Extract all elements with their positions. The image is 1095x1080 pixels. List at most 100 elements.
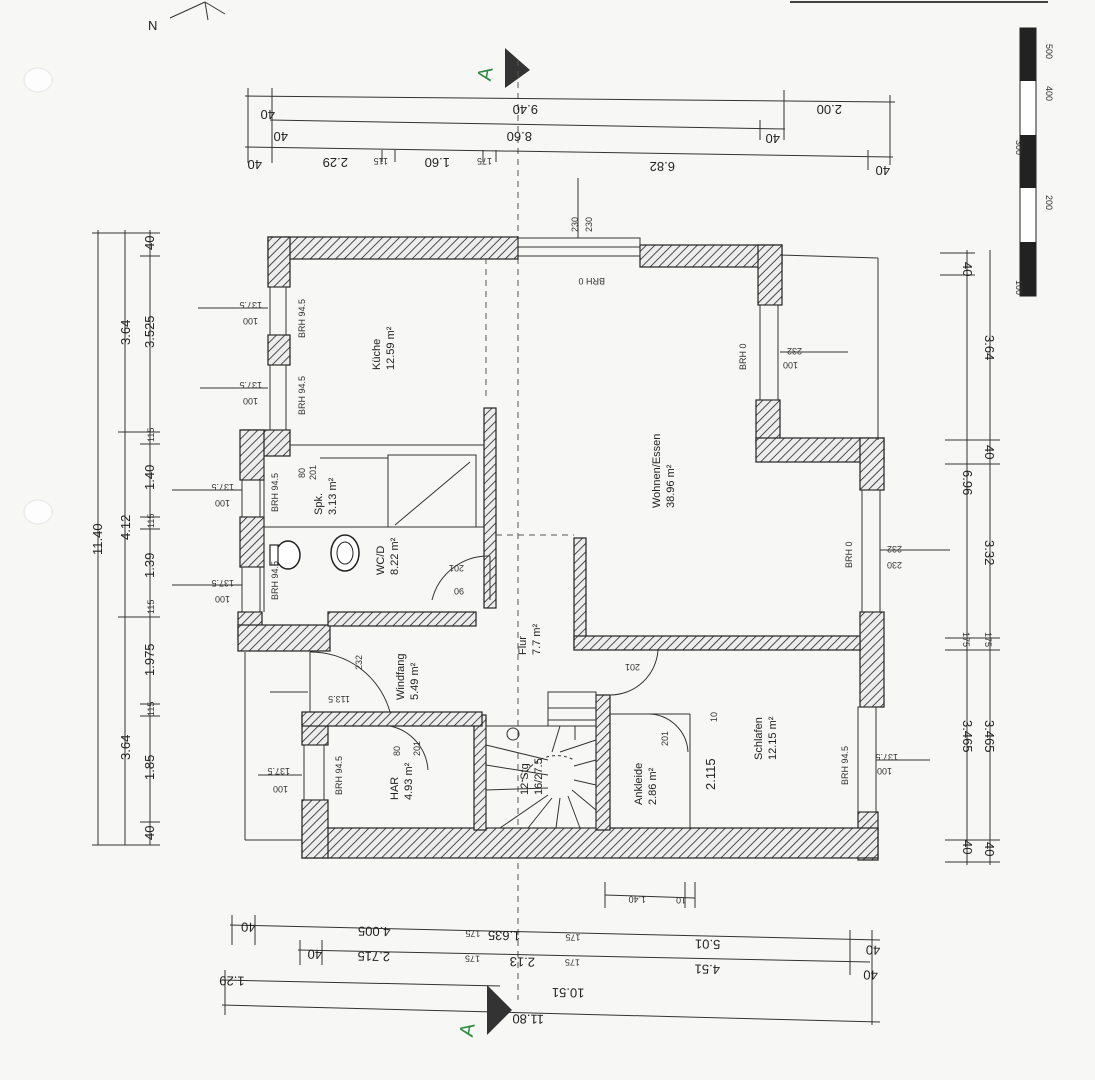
window-size: 137.5 [239, 380, 262, 390]
room-area: 16/27.5 [533, 758, 545, 795]
dim-label: 3.64 [118, 320, 133, 345]
dim-label: 4.12 [118, 515, 133, 540]
room-name: Windfang [395, 654, 407, 700]
window-size: 137.5 [211, 578, 234, 588]
room-area: 2.86 m² [647, 767, 659, 805]
dim-label: 115 [146, 428, 156, 442]
dim-label: 3.32 [982, 540, 997, 565]
room-area: 7.7 m² [531, 623, 543, 655]
room-name: Ankleide [633, 763, 645, 805]
dim-label: 115 [146, 514, 156, 528]
dim-label: 2.715 [357, 949, 390, 965]
brh-label: BRH 94.5 [334, 756, 344, 795]
dim-label: 40 [261, 107, 275, 122]
dim-label: 3.64 [982, 335, 997, 360]
room-area: 12.15 m² [767, 716, 779, 760]
room-har: HAR 4.93 m² [389, 762, 415, 800]
door-label: 80 [392, 746, 402, 756]
room-wohnen-essen: Wohnen/Essen 38.96 m² [651, 434, 677, 508]
doors [309, 555, 689, 771]
door-label: 90 [454, 586, 464, 596]
room-area: 8.22 m² [389, 537, 401, 575]
room-windfang: Windfang 5.49 m² [395, 654, 421, 700]
window-size: 113.5 [328, 694, 350, 704]
sink-icon [330, 534, 360, 572]
windows [172, 178, 950, 813]
dim-label: 9.40 [513, 102, 538, 117]
door-labels: 80 201 201 90 80 201 201 201 [297, 465, 670, 756]
brh-label: BRH 0 [578, 276, 605, 286]
dim-label: 40 [307, 947, 322, 962]
dim-label: 1.635 [488, 928, 521, 944]
dim-label: 175 [465, 954, 480, 964]
window-size: 100 [273, 784, 288, 794]
dim-label: 1.975 [142, 643, 157, 676]
room-area: 38.96 m² [665, 464, 677, 508]
window-size: 100 [243, 316, 258, 326]
dim-label: 175 [465, 929, 480, 939]
dim-label: 40 [960, 840, 975, 854]
staircase [485, 691, 597, 829]
dim-label: 115 [146, 600, 156, 614]
dim-label: 2.00 [817, 102, 842, 117]
dim-label: 175 [565, 932, 580, 942]
room-name: 12 Stg [519, 763, 531, 795]
room-area: 3.13 m² [327, 477, 339, 515]
dim-label: 4.51 [694, 962, 720, 977]
room-wc: WC/D 8.22 m² [375, 537, 401, 575]
dimension-lines-top: 40 9.40 2.00 40 8.60 40 40 2.29 115 1.60… [244, 88, 896, 178]
dim-label: 40 [142, 826, 157, 840]
room-name: Küche [371, 339, 383, 370]
room-labels: Küche 12.59 m² Spk. 3.13 m² WC/D 8.22 m²… [313, 326, 779, 805]
scale-tick: 400 [1044, 86, 1054, 101]
dim-label: 115 [374, 156, 388, 166]
brh-label: BRH 0 [738, 343, 748, 370]
window-size: 137.5 [211, 482, 234, 492]
dim-label: 5.01 [695, 937, 721, 952]
room-name: Wohnen/Essen [651, 434, 663, 508]
brh-label: BRH 94.5 [270, 473, 280, 512]
window-labels: BRH 94.5 BRH 94.5 BRH 94.5 BRH 94.5 BRH … [211, 217, 902, 795]
dimension-lines-bottom: 40 4.005 175 1.635 175 5.01 40 40 2.715 … [219, 882, 880, 1027]
dim-label: 175 [477, 156, 492, 166]
dim-label: 3.525 [142, 315, 157, 348]
dimension-lines-right: 40 3.64 6.96 40 3.32 175 3.465 40 175 3.… [940, 250, 1000, 865]
dim-label: 8.60 [507, 129, 532, 144]
room-flur: Flur 7.7 m² [517, 623, 543, 655]
scale-tick: 100 [1014, 280, 1024, 295]
dim-label: 1.85 [142, 755, 157, 780]
dim-label: 40 [982, 445, 997, 459]
section-label: A [474, 65, 498, 83]
scale-bar: 500 400 300 200 100 [1014, 27, 1054, 297]
scale-tick: 300 [1014, 140, 1024, 155]
north-arrow-icon: N [148, 1, 226, 33]
dim-label: 1.39 [142, 553, 157, 578]
toilet-icon [269, 540, 301, 570]
window-size: 100 [783, 360, 798, 370]
room-area: 4.93 m² [403, 762, 415, 800]
room-area: 12.59 m² [385, 326, 397, 370]
dim-label: 11.80 [512, 1011, 544, 1027]
window-size: 137.5 [875, 752, 898, 762]
window-size: 100 [877, 766, 892, 776]
room-name: Spk. [313, 493, 325, 515]
room-name: Schlafen [753, 717, 765, 760]
dim-label: 115 [146, 702, 156, 716]
door-label: 80 [297, 468, 307, 478]
dim-label: 40 [766, 131, 780, 146]
dim-label: 1.40 [628, 894, 646, 904]
dim-label: 4.005 [358, 924, 391, 940]
room-schlafen: Schlafen 12.15 m² [753, 716, 779, 760]
room-name: Flur [517, 636, 529, 655]
dim-label: 40 [982, 842, 997, 856]
door-label: 201 [308, 465, 318, 480]
room-ankleide: Ankleide 2.86 m² [633, 763, 659, 805]
dimension-lines-left: 11.40 3.64 4.12 3.64 40 3.525 115 1.40 1… [90, 230, 160, 846]
dim-label: 40 [876, 163, 890, 178]
dim-label: 175 [983, 632, 993, 647]
door-label: 201 [412, 741, 422, 756]
room-name: HAR [389, 777, 401, 800]
dim-label: 40 [863, 967, 878, 982]
window-size: 232 [787, 346, 802, 356]
